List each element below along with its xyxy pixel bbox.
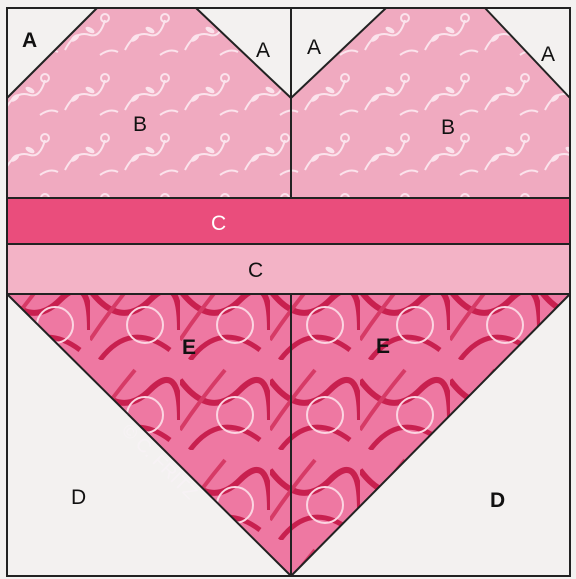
- label-e-left: E: [182, 337, 196, 358]
- label-a-right-left: A: [307, 37, 321, 58]
- piece-c-dark: [7, 198, 570, 244]
- label-a-top-right: A: [541, 44, 555, 65]
- label-b-right: B: [441, 117, 455, 138]
- label-e-right: E: [376, 336, 390, 357]
- label-a-left-right: A: [256, 40, 270, 61]
- label-a-top-left: A: [22, 30, 37, 51]
- piece-c-light: [7, 244, 570, 294]
- label-c-light: C: [248, 260, 263, 281]
- label-d-right: D: [490, 490, 505, 511]
- label-b-left: B: [133, 114, 147, 135]
- label-c-dark: C: [211, 213, 226, 234]
- label-d-left: D: [71, 487, 86, 508]
